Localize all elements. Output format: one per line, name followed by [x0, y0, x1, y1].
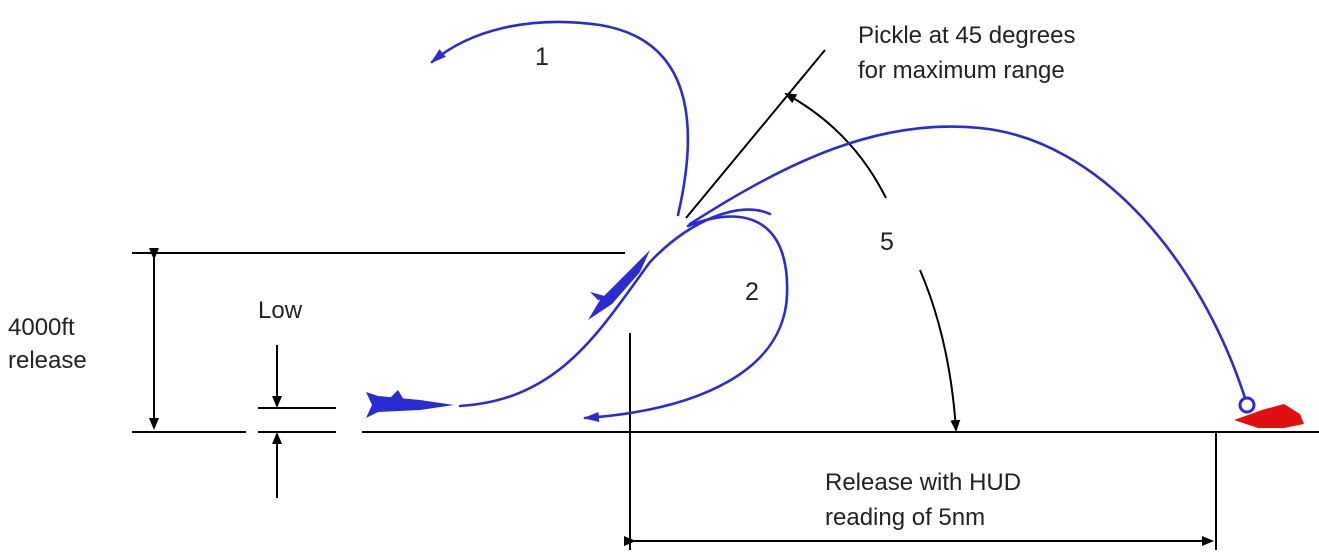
pickle-label-line2: for maximum range	[858, 57, 1065, 84]
altitude-label-line1: 4000ft	[8, 314, 75, 341]
ground-angle-arrow	[919, 269, 961, 432]
aircraft-icon	[366, 390, 454, 418]
escape-path-1	[430, 20, 690, 217]
pickle-label-line1: Pickle at 45 degrees	[858, 22, 1075, 49]
low-label: Low	[258, 297, 303, 324]
release-altitude-dimension	[132, 248, 625, 430]
escape-path-2	[583, 215, 789, 423]
angle-label: 5	[880, 228, 894, 256]
pickle-45-line	[685, 49, 961, 432]
bomb-icon	[1238, 396, 1256, 414]
target-icon	[1234, 396, 1304, 428]
low-altitude-dimension	[258, 345, 336, 498]
hud-label-line2: reading of 5nm	[825, 504, 985, 531]
altitude-label-line2: release	[8, 347, 87, 374]
flight-paths	[430, 20, 1247, 423]
bomb-trajectory	[688, 125, 1247, 400]
path-2-label: 2	[745, 278, 759, 306]
aircraft-icon	[588, 250, 650, 320]
hud-range-dimension	[624, 333, 1217, 550]
path-1-label: 1	[535, 43, 549, 71]
approach-path	[458, 208, 772, 408]
pickle-angle-arrow	[784, 93, 887, 199]
hud-label-line1: Release with HUD	[825, 469, 1021, 496]
